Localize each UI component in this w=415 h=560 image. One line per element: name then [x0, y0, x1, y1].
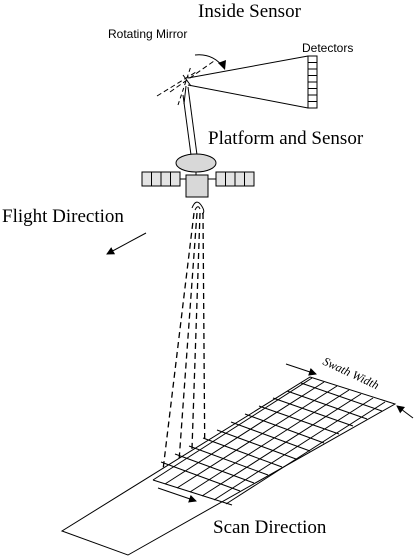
- pixel-grid: [152, 377, 386, 505]
- flight-direction-arrow-icon: [106, 232, 147, 255]
- rotating-mirror: [156, 54, 226, 106]
- antenna-dish: [175, 153, 217, 173]
- sensor-lens-icon: [191, 201, 205, 215]
- satellite-body: [185, 174, 209, 198]
- scan-direction-arrow-icon: [157, 487, 197, 503]
- flight-direction-label: Flight Direction: [2, 206, 124, 227]
- swath-edge-arrow-icon: [396, 405, 414, 419]
- inside-sensor-label: Inside Sensor: [198, 1, 302, 22]
- optical-path-upper: [187, 55, 309, 79]
- left-solar-panel: [141, 171, 181, 187]
- rotating-mirror-label: Rotating Mirror: [108, 27, 187, 41]
- grid-bottom-edge: [152, 479, 233, 506]
- satellite-platform: [141, 153, 255, 215]
- swath-width-arrow-icon: [285, 363, 317, 376]
- optical-path-lower: [187, 84, 309, 109]
- platform-and-sensor-label: Platform and Sensor: [208, 128, 364, 149]
- rotation-arrow-icon: [194, 54, 225, 69]
- rotation-arrowhead-icon: [218, 60, 226, 70]
- ground-strip: [60, 376, 397, 556]
- scan-direction-label: Scan Direction: [213, 517, 327, 538]
- right-solar-panel: [215, 171, 255, 187]
- field-of-view-lines: [162, 212, 206, 483]
- detector-array: [307, 55, 318, 109]
- detectors-label: Detectors: [302, 41, 353, 55]
